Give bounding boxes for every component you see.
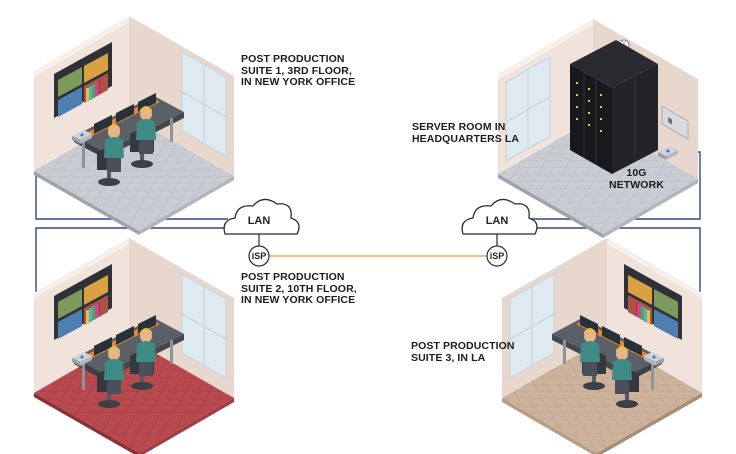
lan-cloud-right: LAN [461, 198, 538, 235]
lan-left-label: LAN [248, 215, 271, 227]
isp-right-label: iSP [490, 251, 505, 261]
lan-cloud-left: LAN [223, 198, 300, 235]
suite3-room [501, 237, 703, 454]
isp-left-label: iSP [252, 251, 267, 261]
isp-node-right: iSP [486, 245, 508, 267]
suite1-label: POST PRODUCTION SUITE 1, 3RD FLOOR, IN N… [241, 53, 356, 88]
lan-right-label: LAN [486, 215, 509, 227]
server-racks [570, 40, 658, 174]
server-label: SERVER ROOM IN HEADQUARTERS LA [412, 121, 520, 145]
network-label: 10G NETWORK [609, 167, 664, 191]
server-room [498, 19, 698, 238]
suite2-label: POST PRODUCTION SUITE 2, 10TH FLOOR, IN … [241, 271, 357, 306]
suite2-room [33, 237, 235, 454]
suite1-room [33, 15, 235, 235]
isp-node-left: iSP [248, 245, 270, 267]
suite3-label: POST PRODUCTION SUITE 3, IN LA [411, 340, 515, 364]
